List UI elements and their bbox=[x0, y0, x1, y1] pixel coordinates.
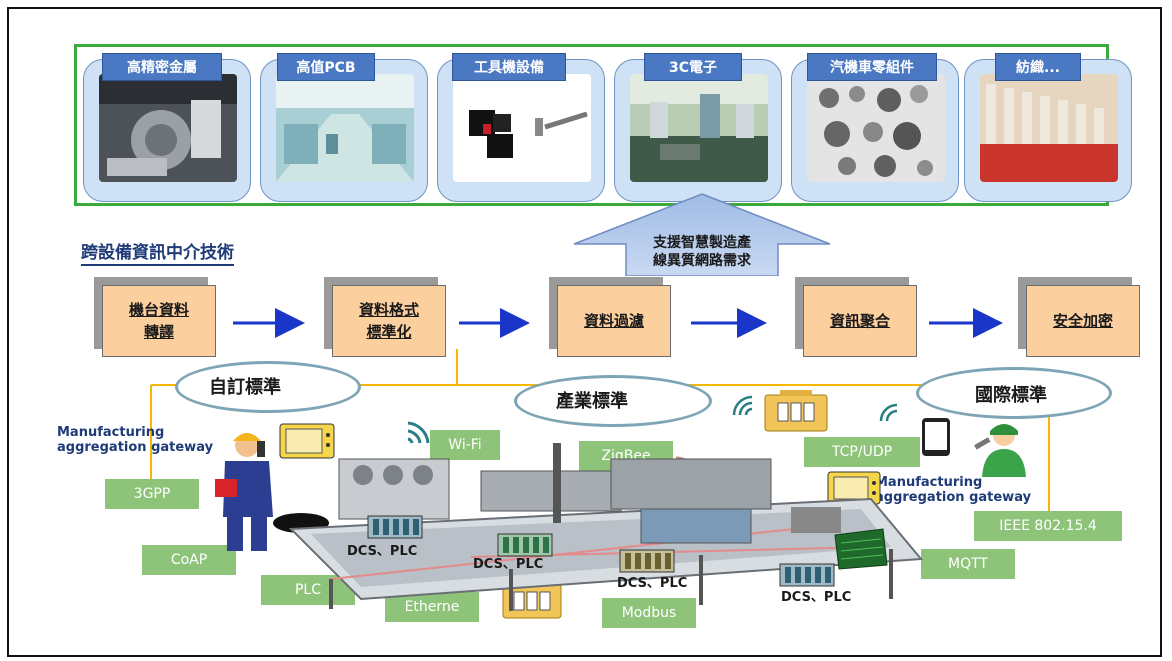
protocol-3gpp: 3GPP bbox=[105, 479, 199, 509]
industry-label-machine-tool: 工具機設備 bbox=[452, 53, 566, 81]
industry-card-pcb bbox=[260, 59, 428, 202]
gateway-device-icon bbox=[764, 390, 828, 432]
production-line-illustration bbox=[288, 443, 924, 611]
industry-label-pcb: 高值PCB bbox=[277, 53, 375, 81]
protocol-ieee-802-15-4: IEEE 802.15.4 bbox=[974, 511, 1122, 541]
process-step-filter: 資料過濾 bbox=[557, 285, 671, 357]
support-text-line2: 線異質網路需求 bbox=[653, 253, 751, 269]
industry-label-textile: 紡織... bbox=[995, 53, 1081, 81]
industry-card-machine-tool bbox=[437, 59, 605, 202]
process-step-translate: 機台資料 轉譯 bbox=[102, 285, 216, 357]
wireless-signal-icon bbox=[879, 403, 898, 422]
technician-icon bbox=[974, 424, 1026, 477]
process-step-standardize: 資料格式 標準化 bbox=[332, 285, 446, 357]
wireless-signal-icon bbox=[732, 395, 753, 416]
dcs-plc-label: DCS、PLC bbox=[781, 590, 852, 605]
page-subtitle: 跨設備資訊中介技術 bbox=[81, 238, 234, 266]
protocol-modbus: Modbus bbox=[602, 598, 696, 628]
gateway-label-right: Manufacturing aggregation gateway bbox=[875, 475, 1032, 505]
control-cabinet-icon bbox=[834, 528, 888, 570]
textile-spools-photo bbox=[980, 74, 1118, 182]
industry-label-auto-parts: 汽機車零組件 bbox=[807, 53, 937, 81]
plc-module-icon bbox=[619, 549, 675, 573]
gateway-label-left: Manufacturing aggregation gateway bbox=[57, 425, 214, 455]
process-step-aggregate: 資訊聚合 bbox=[803, 285, 917, 357]
worker-with-phone-icon bbox=[215, 433, 273, 551]
wifi-signal-icon bbox=[407, 421, 430, 444]
protocol-tcp-udp: TCP/UDP bbox=[804, 437, 920, 467]
standard-label-custom: 自訂標準 bbox=[205, 373, 285, 399]
protocol-coap: CoAP bbox=[142, 545, 236, 575]
standard-label-industry: 產業標準 bbox=[552, 387, 632, 413]
auto-parts-photo bbox=[807, 74, 945, 182]
dcs-plc-label: DCS、PLC bbox=[617, 576, 688, 591]
hmi-terminal-icon bbox=[827, 471, 881, 505]
plc-module-icon bbox=[367, 515, 423, 539]
plc-module-icon bbox=[497, 533, 553, 557]
protocol-mqtt: MQTT bbox=[921, 549, 1015, 579]
smartphone-icon bbox=[922, 418, 950, 456]
machine-tool-motor-photo bbox=[453, 74, 591, 182]
industry-card-metal bbox=[83, 59, 251, 202]
plc-module-icon bbox=[779, 563, 835, 587]
industry-label-metal: 高精密金屬 bbox=[102, 53, 222, 81]
process-step-encrypt: 安全加密 bbox=[1026, 285, 1140, 357]
protocol-plc: PLC bbox=[261, 575, 355, 605]
electronics-assembly-photo bbox=[630, 74, 768, 182]
pcb-factory-photo bbox=[276, 74, 414, 182]
protocol-wifi: Wi-Fi bbox=[430, 430, 500, 460]
dcs-plc-label: DCS、PLC bbox=[347, 544, 418, 559]
support-text-line1: 支援智慧製造產 bbox=[653, 235, 751, 251]
dcs-plc-label: DCS、PLC bbox=[473, 557, 544, 572]
industry-card-electronics bbox=[614, 59, 782, 202]
metal-machining-photo bbox=[99, 74, 237, 182]
diagram-frame: 高精密金屬 高值PCB 工具機設備 3C電子 汽機車零組件 紡織... 跨設備資… bbox=[7, 7, 1162, 657]
industry-label-electronics: 3C電子 bbox=[644, 53, 742, 81]
industry-card-auto-parts bbox=[791, 59, 959, 202]
hmi-terminal-icon bbox=[279, 423, 335, 459]
support-up-arrow: 支援智慧製造產 線異質網路需求 bbox=[572, 192, 832, 277]
standard-label-international: 國際標準 bbox=[971, 381, 1051, 407]
